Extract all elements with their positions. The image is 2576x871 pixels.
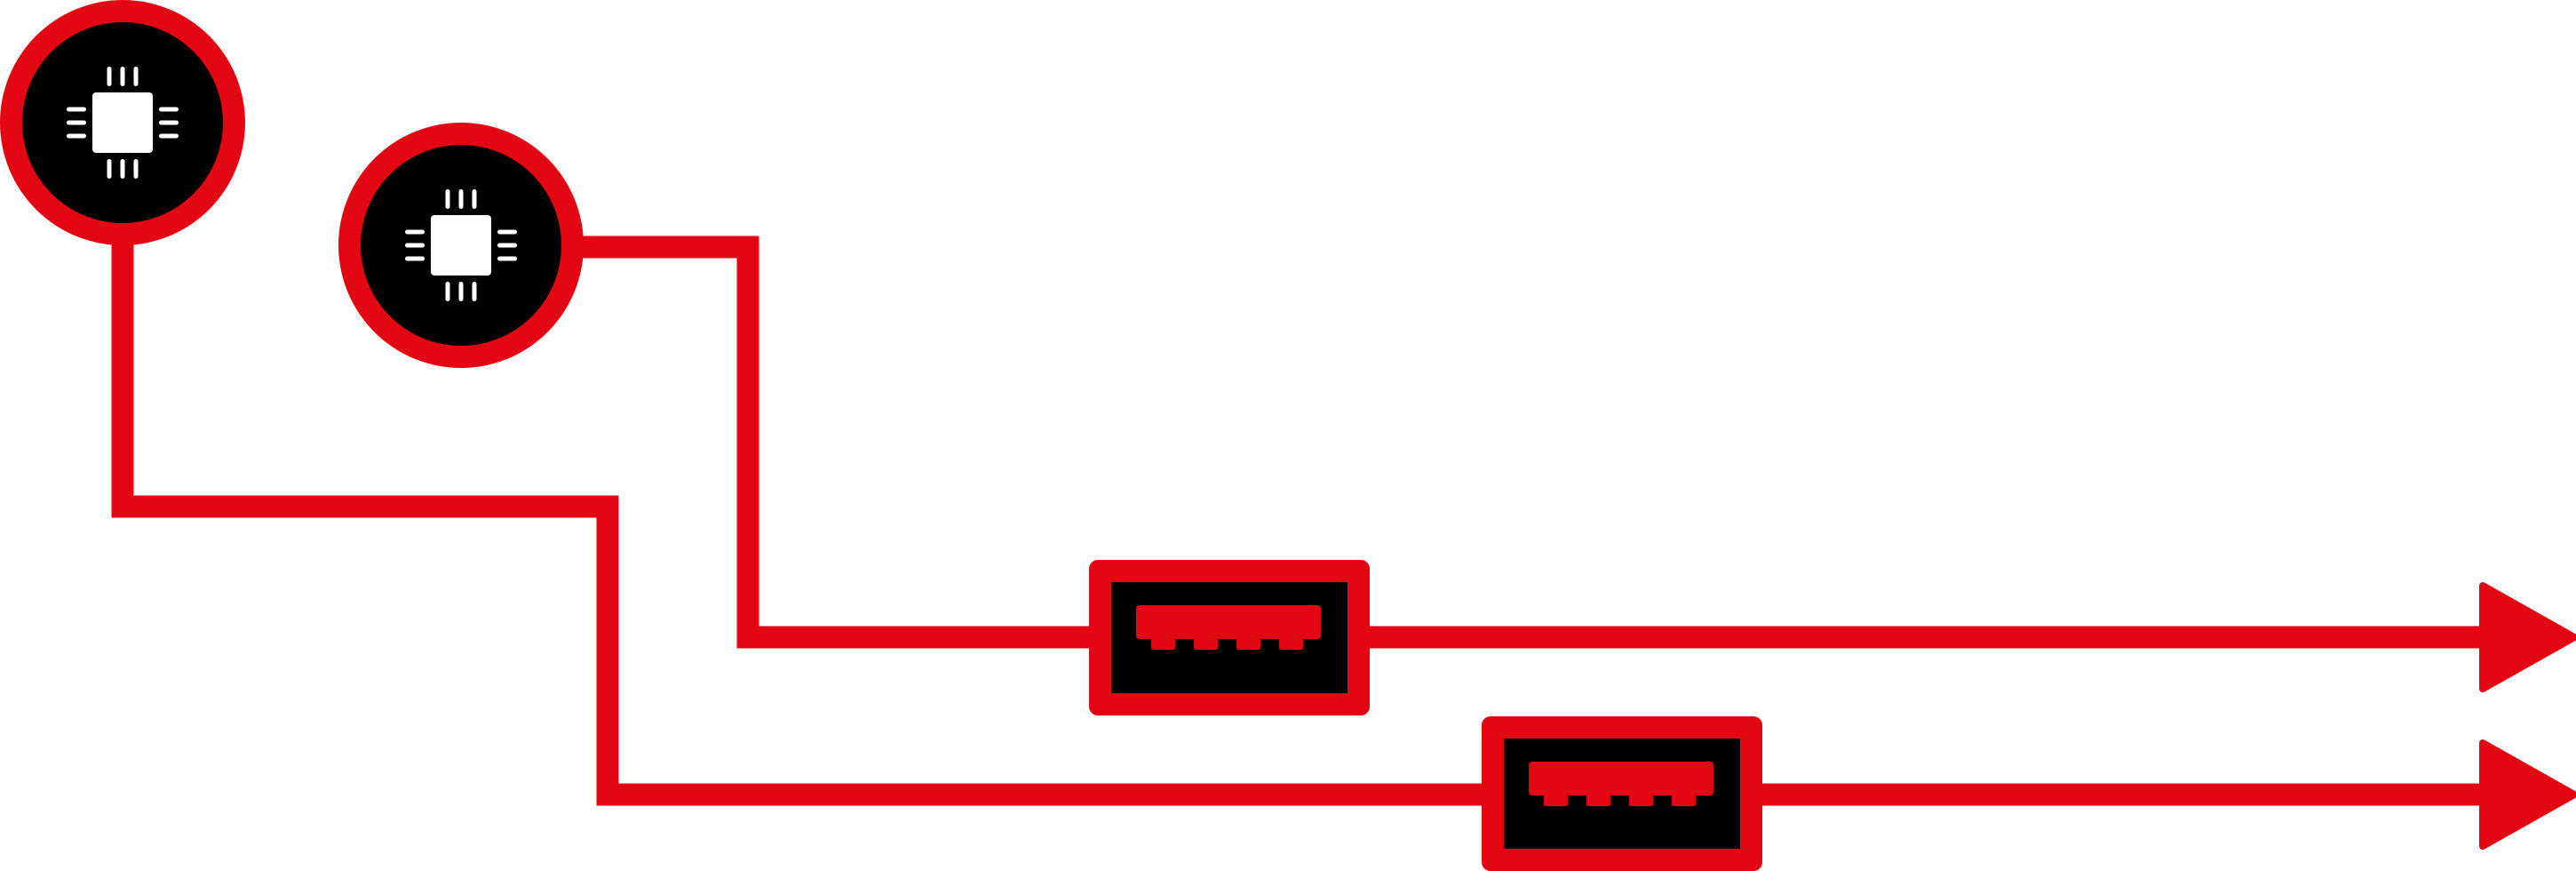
- port-connector-tooth: [1236, 632, 1260, 650]
- port-connector-tooth: [1586, 788, 1610, 806]
- chip-body: [431, 215, 491, 276]
- chip-pin-left: [405, 243, 425, 248]
- connection-line-lower: [111, 240, 1492, 806]
- chip-node-1: [0, 0, 245, 245]
- chip-pin-right: [497, 243, 517, 248]
- chip-pin-right: [159, 120, 179, 125]
- port-connector-tooth: [1151, 632, 1175, 650]
- chip-pin-top: [133, 67, 139, 86]
- port-connector-bar: [1529, 762, 1713, 795]
- chip-pin-bottom: [107, 159, 112, 179]
- chip-node-2: [338, 123, 584, 368]
- chip-pin-top: [445, 189, 450, 209]
- chip-pin-bottom: [458, 282, 464, 301]
- usb-port-icon: [1136, 605, 1321, 650]
- port-connector-tooth: [1544, 788, 1568, 806]
- chip-pin-right: [497, 229, 517, 235]
- port-connector-tooth: [1629, 788, 1653, 806]
- arrow-head-upper-icon: [2479, 582, 2576, 692]
- port-connector-tooth: [1672, 788, 1696, 806]
- chip-pin-right: [159, 107, 179, 112]
- chip-pin-bottom: [120, 159, 125, 179]
- arrow-head-lower-icon: [2479, 739, 2576, 850]
- connection-line-upper: [568, 236, 1098, 649]
- chip-pin-right: [159, 133, 179, 139]
- chip-pin-right: [497, 256, 517, 261]
- chip-pin-bottom: [472, 282, 477, 301]
- chip-pin-top: [120, 67, 125, 86]
- usb-port-icon: [1529, 762, 1713, 806]
- cpu-chip-icon: [405, 189, 517, 301]
- port-connector-tooth: [1279, 632, 1303, 650]
- chip-pin-left: [405, 229, 425, 235]
- cpu-chip-icon: [67, 67, 179, 179]
- chip-pin-bottom: [133, 159, 139, 179]
- chip-pin-left: [405, 256, 425, 261]
- connection-chip-2-to-port-1: [568, 236, 2576, 692]
- chip-pin-left: [67, 120, 86, 125]
- chip-body: [92, 92, 153, 153]
- chip-pin-top: [472, 189, 477, 209]
- port-connector-bar: [1136, 605, 1321, 639]
- chip-pin-left: [67, 133, 86, 139]
- port-node-2: [1482, 716, 1762, 871]
- chip-pin-bottom: [445, 282, 450, 301]
- chip-pin-top: [107, 67, 112, 86]
- connection-chip-1-to-port-2: [111, 240, 2576, 850]
- chip-pin-left: [67, 107, 86, 112]
- port-connector-tooth: [1194, 632, 1218, 650]
- chip-pin-top: [458, 189, 464, 209]
- port-node-1: [1089, 560, 1370, 715]
